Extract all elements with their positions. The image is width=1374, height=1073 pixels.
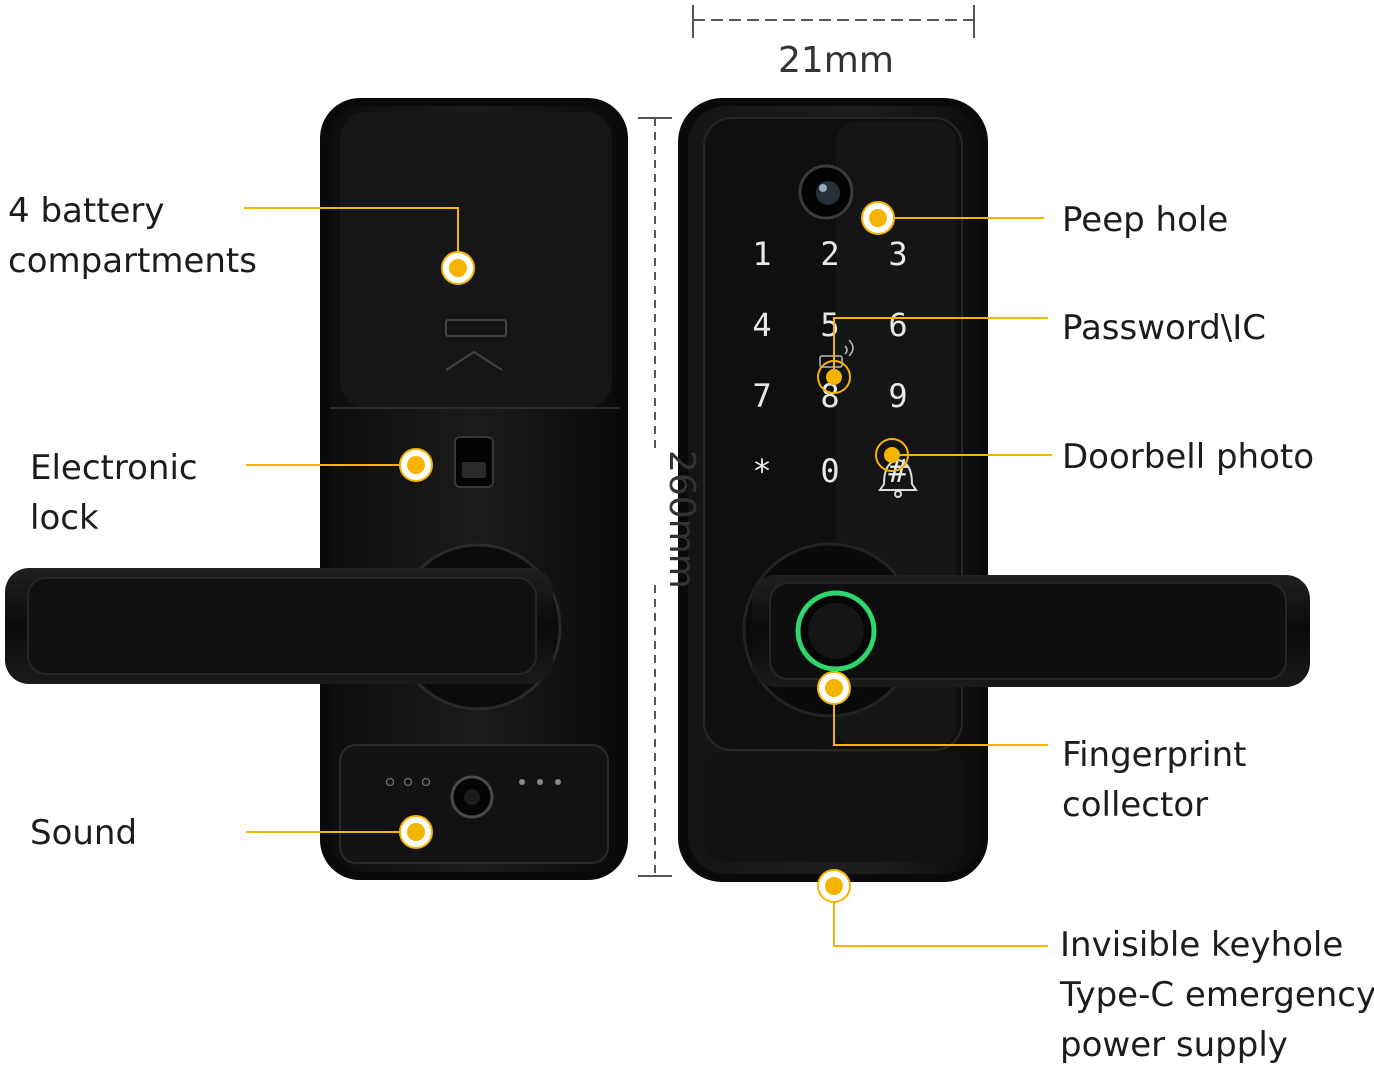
marker-electronic-lock bbox=[399, 448, 433, 482]
width-dimension-label: 21mm bbox=[778, 40, 894, 81]
keypad-key: 7 bbox=[752, 377, 771, 415]
marker-peep-hole bbox=[861, 201, 895, 235]
width-dimension bbox=[692, 5, 975, 38]
label-invisible-keyhole: Invisible keyhole Type-C emergency power… bbox=[1060, 925, 1374, 1065]
keypad-key: 6 bbox=[888, 306, 907, 344]
speaker-holes bbox=[385, 777, 431, 787]
height-dimension-label: 260mm bbox=[661, 450, 702, 589]
bell-icon bbox=[878, 458, 918, 498]
callout-line-keyhole bbox=[833, 886, 1048, 947]
label-password-ic: Password\IC bbox=[1062, 308, 1267, 348]
callout-line-password bbox=[833, 317, 1048, 377]
height-dimension bbox=[638, 117, 672, 877]
callout-line-battery bbox=[244, 207, 459, 268]
card-reader-icon bbox=[819, 339, 854, 368]
callout-markers bbox=[399, 201, 909, 903]
label-peep-hole: Peep hole bbox=[1062, 200, 1229, 240]
keypad-key: * bbox=[752, 452, 771, 490]
label-doorbell-photo: Doorbell photo bbox=[1062, 437, 1315, 477]
keypad-key: 1 bbox=[752, 235, 771, 273]
keypad-key: 2 bbox=[820, 235, 839, 273]
keypad-key: 9 bbox=[888, 377, 907, 415]
keypad-key: 0 bbox=[820, 452, 839, 490]
battery-cover-latch bbox=[445, 319, 507, 371]
callout-line-fingerprint bbox=[833, 688, 1048, 746]
label-battery-compartments: 4 battery compartments bbox=[8, 191, 257, 281]
label-fingerprint-collector: Fingerprint collector bbox=[1062, 735, 1247, 825]
label-sound: Sound bbox=[30, 813, 138, 853]
callout-lines bbox=[244, 207, 1052, 947]
marker-battery bbox=[441, 251, 475, 285]
marker-password bbox=[817, 360, 851, 394]
marker-keyhole bbox=[817, 869, 851, 903]
interior-unit bbox=[5, 98, 628, 880]
keypad-key: 4 bbox=[752, 306, 771, 344]
marker-fingerprint bbox=[817, 671, 851, 705]
keypad-key: 5 bbox=[820, 306, 839, 344]
marker-doorbell bbox=[875, 438, 909, 472]
keypad-key: 8 bbox=[820, 377, 839, 415]
keypad-key: 3 bbox=[888, 235, 907, 273]
marker-sound bbox=[399, 815, 433, 849]
label-electronic-lock: Electronic lock bbox=[30, 448, 198, 538]
